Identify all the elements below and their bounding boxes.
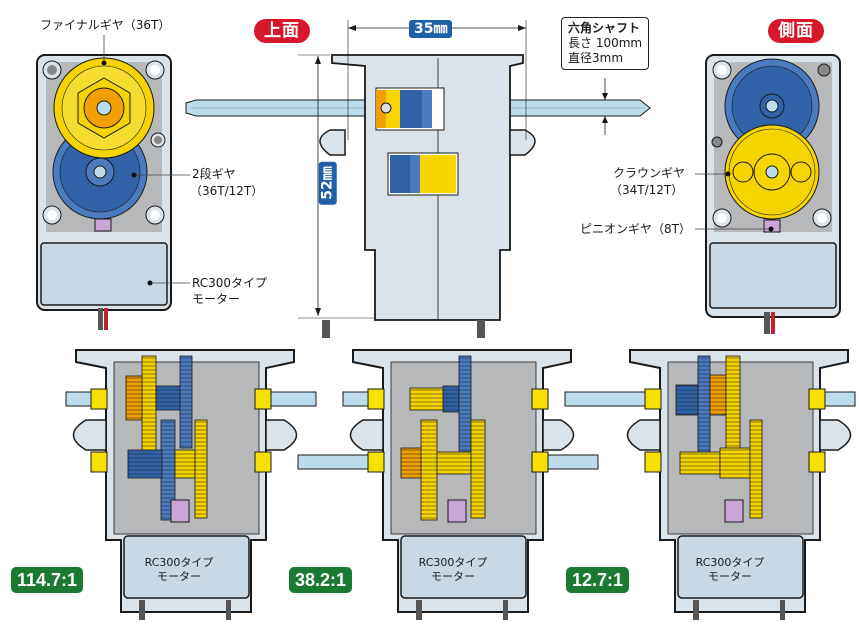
motor <box>123 535 250 599</box>
gear-teeth <box>128 450 162 478</box>
config3-motor-line2: モーター <box>708 570 752 583</box>
side-view-badge: 側面 <box>768 19 824 43</box>
front-view-gearbox <box>36 35 190 330</box>
config1-motor-label: RC300タイプ モーター <box>124 556 234 584</box>
config2-motor-label: RC300タイプ モーター <box>398 556 508 584</box>
config-gearbox-2 <box>297 349 599 620</box>
top-view-gearbox <box>298 20 608 338</box>
side-view-gearbox <box>695 54 841 334</box>
bushing <box>254 451 272 473</box>
width-dimension-badge: 35㎜ <box>409 20 453 38</box>
motor-terminal <box>503 600 508 620</box>
gear-teeth <box>175 450 195 478</box>
config3-motor-label: RC300タイプ モーター <box>675 556 785 584</box>
shaft-spec-title: 六角シャフト <box>568 21 641 35</box>
right-mount <box>819 419 852 451</box>
ratio-badge-114: 114.7:1 <box>11 567 84 593</box>
pinion-gear <box>170 499 190 523</box>
left-mount <box>72 419 107 451</box>
two-stage-gear-label: 2段ギヤ <box>192 167 236 181</box>
bushing <box>808 451 826 473</box>
motor-terminal <box>139 600 145 620</box>
gear-teeth <box>401 448 421 478</box>
gear-teeth <box>698 356 710 456</box>
top-view-badge: 上面 <box>254 19 310 43</box>
ratio-badge-38: 38.2:1 <box>289 567 353 593</box>
gear-teeth <box>680 452 720 474</box>
pinion-gear-label: ピニオンギヤ（8T） <box>580 222 691 236</box>
bushing <box>367 388 385 410</box>
shaft-spec-length: 長さ 100mm <box>568 36 643 50</box>
pinion-gear <box>724 499 744 523</box>
config1-motor-line1: RC300タイプ <box>144 556 214 569</box>
gear-teeth <box>710 375 726 415</box>
bushing <box>808 388 826 410</box>
config1-motor-line2: モーター <box>157 570 201 583</box>
gear-teeth <box>726 356 740 468</box>
gear-teeth <box>410 388 444 410</box>
config-gearbox-3 <box>564 349 856 620</box>
crown-gear-teeth-label: （34T/12T） <box>610 183 684 197</box>
gear-teeth <box>195 420 207 518</box>
bushing <box>90 451 108 473</box>
motor-terminal <box>693 600 699 620</box>
two-stage-gear-teeth-label: （36T/12T） <box>190 184 264 198</box>
gear-teeth <box>161 420 175 520</box>
final-gear-label: ファイナルギヤ（36T） <box>40 18 171 32</box>
gear-teeth <box>421 420 437 520</box>
motor-label: RC300タイプ <box>192 276 268 290</box>
config-gearbox-1 <box>65 349 317 620</box>
bushing <box>644 451 662 473</box>
bushing <box>367 451 385 473</box>
right-mount <box>265 419 298 451</box>
gear-teeth <box>720 448 750 478</box>
gear-teeth <box>471 420 485 518</box>
pinion-gear <box>447 499 467 523</box>
bushing <box>531 451 549 473</box>
right-mount <box>542 419 575 451</box>
motor-terminal <box>780 600 785 620</box>
gear-teeth <box>437 452 471 474</box>
motor <box>677 535 804 599</box>
motor-label-line2: モーター <box>192 292 241 306</box>
bushing <box>644 388 662 410</box>
gear-teeth <box>459 356 471 452</box>
left-mount <box>626 419 661 451</box>
config3-motor-line1: RC300タイプ <box>695 556 765 569</box>
left-mount <box>349 419 384 451</box>
gear-teeth <box>750 420 762 518</box>
crown-gear-label: クラウンギヤ <box>613 166 686 180</box>
config2-motor-line2: モーター <box>431 570 475 583</box>
side-motor <box>709 242 837 309</box>
bushing <box>90 388 108 410</box>
motor-terminal <box>416 600 422 620</box>
gear-teeth <box>443 386 459 412</box>
motor-terminal <box>226 600 231 620</box>
bushing <box>254 388 272 410</box>
gear-teeth <box>142 356 156 468</box>
ratio-badge-12: 12.7:1 <box>566 567 630 593</box>
config2-motor-line1: RC300タイプ <box>418 556 488 569</box>
gear-teeth <box>126 376 142 420</box>
gear-teeth <box>180 356 192 448</box>
bushing <box>531 388 549 410</box>
shaft-spec-box: 六角シャフト 長さ 100mm 直径3mm <box>561 17 650 70</box>
height-dimension-badge: 52㎜ <box>318 161 337 205</box>
gear-teeth <box>676 385 698 415</box>
motor <box>400 535 527 599</box>
front-motor <box>40 242 168 306</box>
shaft-spec-diameter: 直径3mm <box>568 51 624 65</box>
